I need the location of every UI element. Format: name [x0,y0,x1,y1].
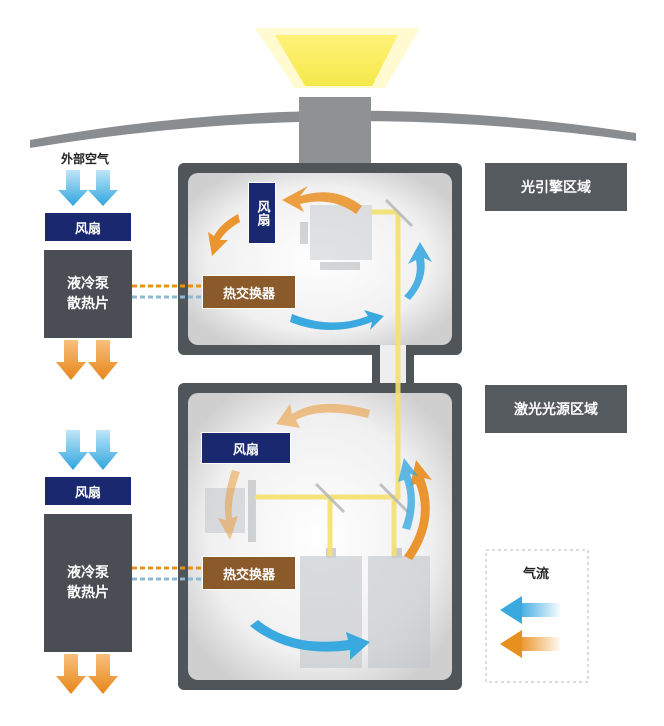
fan-optics: 风扇 [248,182,276,244]
mirrors [314,198,414,514]
light-path [255,209,401,556]
hot-airflow-arrow-icon [282,186,362,214]
cold-airflow-arrow-icon [290,310,384,330]
fan-label-top: 风扇 [44,212,132,242]
exhaust-arrows-bottom [56,654,118,694]
projection-screen [30,110,636,148]
cold-airflow-arrow-icon [398,458,418,530]
optics-zone-label: 光引擎区域 [485,163,627,211]
hot-airflow-arrow-icon [218,470,240,540]
legend-box [485,549,589,683]
coolant-pipes-bottom [132,566,202,581]
dmd-chip [300,205,372,270]
light-beam-icon [255,28,420,88]
laser-zone-label: 激光光源区域 [485,385,627,433]
coolant-pipes-top [132,284,202,299]
radiator-top: 液冷泵 散热片 [44,250,132,338]
heat-exchanger-bottom: 热交换器 [202,556,296,590]
hot-airflow-arrow-icon [208,214,240,256]
cold-airflow-arrow-icon [404,242,432,300]
cold-airflow-arrow-icon [500,596,560,624]
outside-air-label: 外部空气 [60,151,109,166]
hot-airflow-arrow-icon [276,403,370,428]
hot-airflow-arrow-icon [500,630,560,658]
outside-air-arrows-top [58,170,118,206]
heat-exchanger-top: 热交换器 [202,275,296,309]
outside-air-arrows-bottom [58,430,118,470]
fan-label-bottom: 风扇 [44,476,132,506]
fan-laser: 风扇 [201,432,291,464]
radiator-bottom: 液冷泵 散热片 [44,514,132,652]
cold-airflow-arrow-icon [250,620,370,660]
exhaust-arrows-top [56,340,118,380]
legend-airflow-label: 气流 [522,566,549,582]
